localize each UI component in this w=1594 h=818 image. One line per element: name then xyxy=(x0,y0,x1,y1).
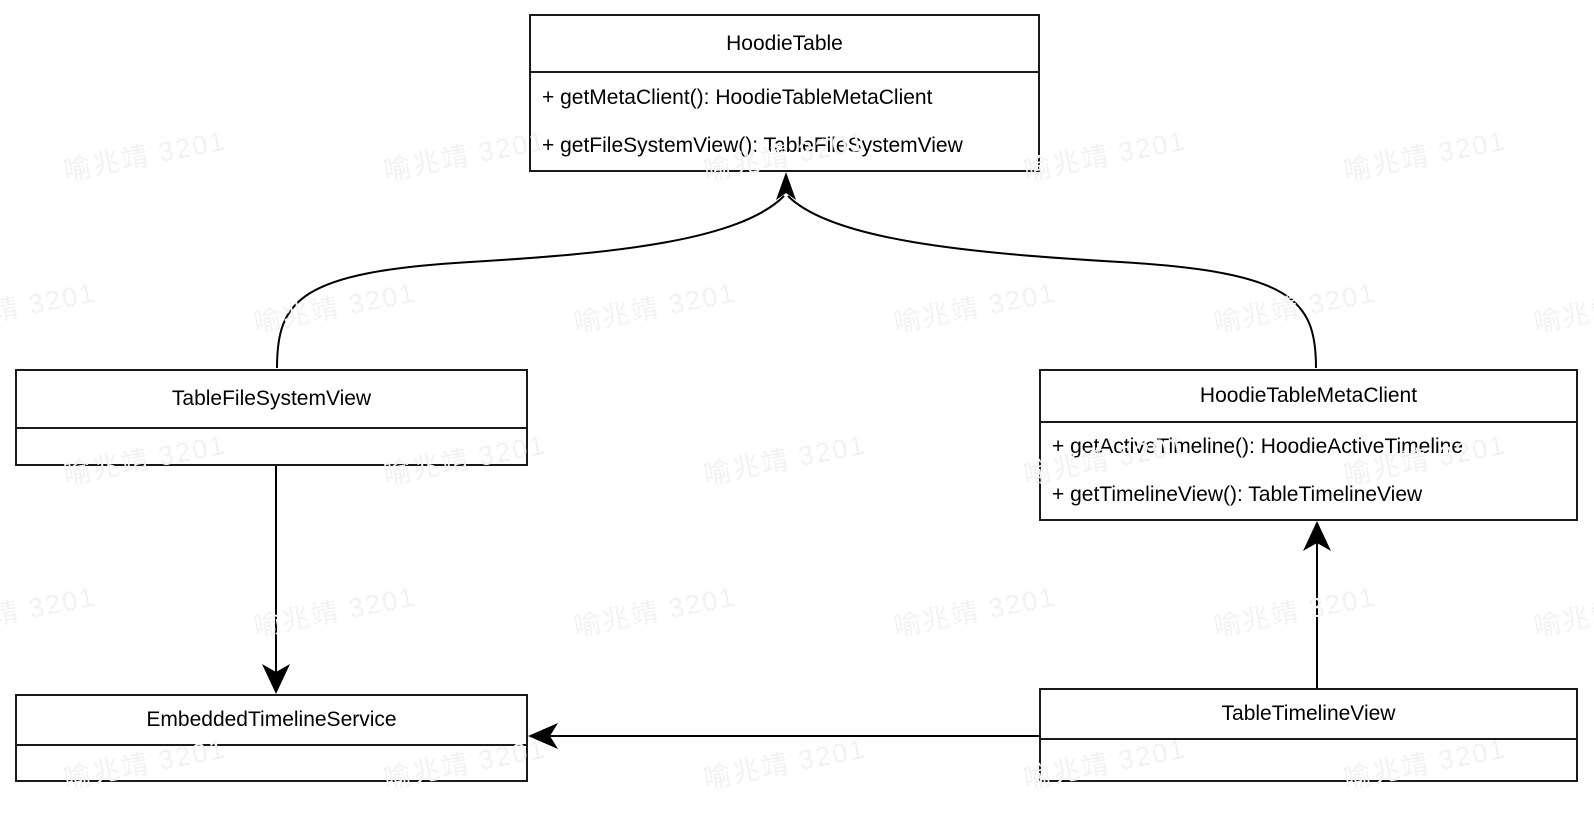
class-name-table-timeline-view: TableTimelineView xyxy=(1221,702,1396,725)
class-member: + getTimelineView(): TableTimelineView xyxy=(1052,483,1423,507)
class-members-hoodie-table: + getMetaClient(): HoodieTableMetaClient… xyxy=(531,71,1038,170)
arrowhead-into-hoodietablemetaclient-bottom xyxy=(1303,521,1331,551)
class-name-embedded-timeline-service: EmbeddedTimelineService xyxy=(146,708,397,731)
class-box-hoodie-table[interactable]: HoodieTable + getMetaClient(): HoodieTab… xyxy=(529,14,1040,172)
connector-hoodietablemetaclient-to-hoodietable xyxy=(787,195,1317,369)
class-box-embedded-timeline-service[interactable]: EmbeddedTimelineService xyxy=(15,694,528,782)
class-members-embedded-timeline-service xyxy=(17,744,526,780)
arrowhead-into-embeddedtimelineservice-top xyxy=(262,664,290,694)
class-members-hoodie-table-meta-client: + getActiveTimeline(): HoodieActiveTimel… xyxy=(1041,421,1576,519)
class-name-hoodie-table-meta-client: HoodieTableMetaClient xyxy=(1199,384,1418,407)
class-name-hoodie-table: HoodieTable xyxy=(726,31,843,55)
class-box-hoodie-table-meta-client[interactable]: HoodieTableMetaClient + getActiveTimelin… xyxy=(1039,369,1578,521)
class-box-table-timeline-view[interactable]: TableTimelineView xyxy=(1039,688,1578,782)
class-member: + getMetaClient(): HoodieTableMetaClient xyxy=(542,85,933,109)
arrowhead-into-embeddedtimelineservice-right xyxy=(528,723,558,749)
connector-tablefilesystemview-to-hoodietable xyxy=(276,195,785,369)
class-members-table-file-system-view xyxy=(17,427,526,464)
class-member: + getActiveTimeline(): HoodieActiveTimel… xyxy=(1052,435,1464,459)
class-box-table-file-system-view[interactable]: TableFileSystemView xyxy=(15,369,528,466)
class-member: + getFileSystemView(): TableFileSystemVi… xyxy=(542,134,963,158)
class-members-table-timeline-view xyxy=(1041,738,1576,780)
class-name-table-file-system-view: TableFileSystemView xyxy=(171,387,372,410)
arrowhead-into-hoodietable xyxy=(776,172,796,200)
